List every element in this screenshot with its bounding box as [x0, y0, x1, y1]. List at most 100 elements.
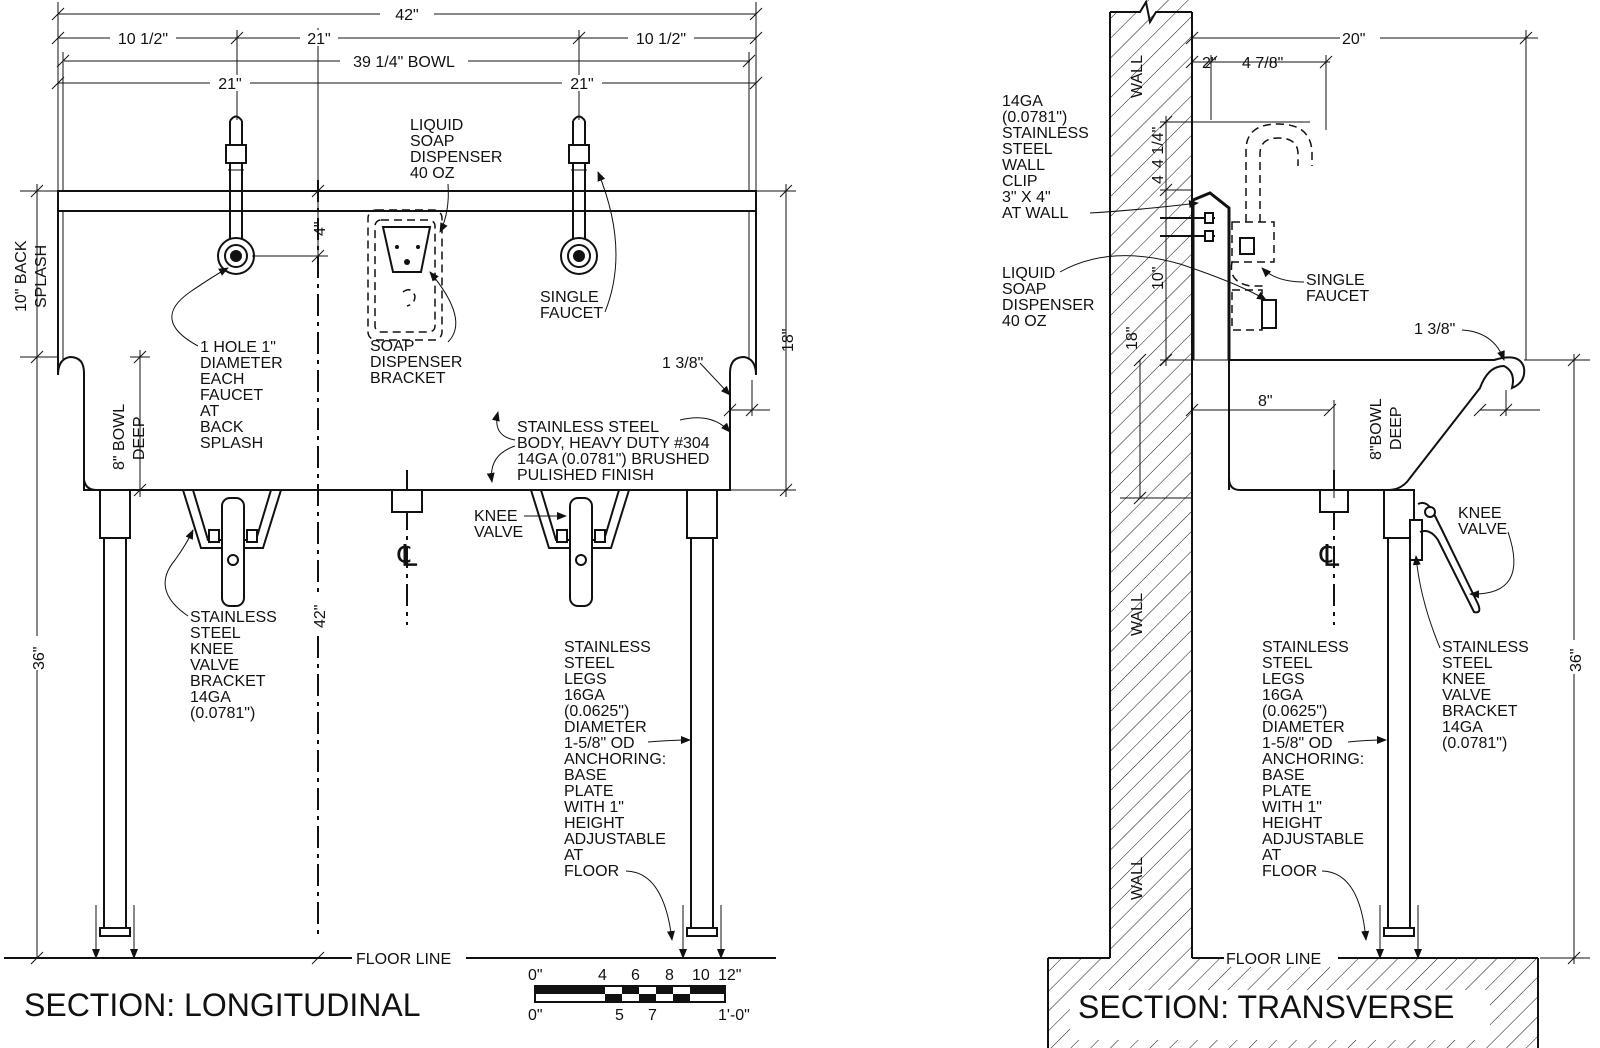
note-soap-bracket: SOAP DISPENSER BRACKET	[370, 271, 462, 387]
svg-text:DIAMETER: DIAMETER	[1262, 719, 1345, 736]
faucet-side	[1230, 123, 1313, 331]
svg-text:STAINLESS STEEL: STAINLESS STEEL	[517, 419, 659, 436]
svg-text:FLOOR: FLOOR	[1262, 863, 1317, 880]
svg-text:SOAP: SOAP	[410, 133, 454, 150]
svg-text:14GA (0.0781") BRUSHED: 14GA (0.0781") BRUSHED	[517, 451, 709, 468]
svg-text:KNEE: KNEE	[1458, 505, 1502, 522]
svg-text:SOAP: SOAP	[1002, 281, 1046, 298]
dim-bowl: 39 1/4" BOWL	[353, 54, 455, 71]
svg-text:16GA: 16GA	[564, 687, 605, 704]
svg-text:SINGLE: SINGLE	[1306, 272, 1365, 289]
dim-four-quarter-a: 4 1/4"	[1150, 127, 1167, 168]
faucet-left	[217, 115, 255, 275]
dim-rim: 1 3/8"	[662, 355, 703, 372]
svg-text:SOAP: SOAP	[370, 338, 414, 355]
sink-bowl-side	[1228, 356, 1526, 491]
svg-text:FAUCET: FAUCET	[1306, 288, 1369, 305]
leg-right	[679, 489, 725, 959]
dim-18: 18"	[780, 329, 797, 352]
svg-text:VALVE: VALVE	[190, 657, 239, 674]
svg-text:(0.0781"): (0.0781")	[190, 705, 255, 722]
svg-text:HEIGHT: HEIGHT	[564, 815, 625, 832]
dim-depth: 20"	[1342, 31, 1365, 48]
knee-valve-bracket-left	[182, 489, 282, 607]
svg-text:14GA: 14GA	[190, 689, 231, 706]
dim-ten: 10"	[1150, 267, 1167, 290]
svg-text:AT: AT	[1262, 847, 1281, 864]
wall-clip	[1160, 191, 1231, 360]
svg-text:ANCHORING:: ANCHORING:	[564, 751, 666, 768]
svg-text:STAINLESS: STAINLESS	[190, 609, 277, 626]
svg-text:FAUCET: FAUCET	[200, 387, 263, 404]
svg-text:KNEE: KNEE	[190, 641, 234, 658]
dim-eighteen-transverse: 18"	[1124, 327, 1141, 350]
dim-two: 2"	[1202, 55, 1217, 72]
note-knee-valve-longitudinal: KNEE VALVE	[474, 508, 567, 541]
transverse-section: WALL WALL WALL ℄	[1002, 0, 1590, 1048]
note-legs-longitudinal: STAINLESS STEEL LEGS 16GA (0.0625") DIAM…	[564, 639, 691, 941]
leg-side	[1376, 489, 1423, 959]
svg-text:(0.0781"): (0.0781")	[1442, 735, 1507, 752]
note-single-faucet-transverse: SINGLE FAUCET	[1261, 267, 1369, 305]
svg-text:DIAMETER: DIAMETER	[564, 719, 647, 736]
soap-dispenser	[367, 209, 443, 341]
dim-42-height: 42"	[312, 605, 329, 628]
svg-text:VALVE: VALVE	[1442, 687, 1491, 704]
note-faucet-hole: 1 HOLE 1" DIAMETER EACH FAUCET AT BACK S…	[171, 267, 283, 452]
svg-text:1-5/8" OD: 1-5/8" OD	[564, 735, 635, 752]
note-knee-valve-transverse: KNEE VALVE	[1458, 505, 1515, 599]
note-single-faucet: SINGLE FAUCET	[540, 171, 617, 322]
scale-bottom-0: 0"	[528, 1007, 543, 1024]
svg-text:(0.0781"): (0.0781")	[1002, 109, 1067, 126]
wall-label-3: WALL	[1129, 857, 1146, 900]
note-knee-bracket-transverse: STAINLESS STEEL KNEE VALVE BRACKET 14GA …	[1412, 555, 1529, 752]
dim-faucet-left: 21"	[218, 76, 241, 93]
wall-label-1: WALL	[1129, 55, 1146, 98]
dim-bowl-deep-transverse-1: 8"BOWL	[1368, 398, 1385, 460]
centerline-symbol-transverse: ℄	[1319, 540, 1340, 573]
scale-top-0: 0"	[528, 967, 543, 984]
dim-faucet-right: 21"	[570, 76, 593, 93]
svg-text:PLATE: PLATE	[1262, 783, 1312, 800]
svg-text:SINGLE: SINGLE	[540, 289, 599, 306]
note-wall-clip: 14GA (0.0781") STAINLESS STEEL WALL CLIP…	[1002, 93, 1199, 222]
svg-text:HEIGHT: HEIGHT	[1262, 815, 1323, 832]
scale-top-12: 12"	[718, 967, 741, 984]
leg-left	[92, 489, 138, 959]
svg-text:LEGS: LEGS	[564, 671, 607, 688]
svg-text:STAINLESS: STAINLESS	[1442, 639, 1529, 656]
scale-top-4: 4	[598, 967, 607, 984]
scale-top-8: 8	[665, 967, 674, 984]
svg-text:40 OZ: 40 OZ	[410, 165, 455, 182]
dim-bowl-deep-line1: 8" BOWL	[111, 404, 128, 470]
note-legs-transverse: STAINLESS STEEL LEGS 16GA (0.0625") DIAM…	[1262, 639, 1387, 941]
title-longitudinal: SECTION: LONGITUDINAL	[24, 987, 421, 1023]
dim-4: 4"	[312, 221, 329, 236]
svg-text:BRACKET: BRACKET	[190, 673, 266, 690]
title-transverse: SECTION: TRANSVERSE	[1078, 989, 1454, 1025]
scale-top-10: 10	[692, 967, 710, 984]
dim-36-right: 36"	[1568, 649, 1585, 672]
svg-text:DISPENSER: DISPENSER	[370, 354, 462, 371]
dim-four-seven-eighths: 4 7/8"	[1242, 55, 1283, 72]
svg-text:SPLASH: SPLASH	[200, 435, 263, 452]
svg-text:VALVE: VALVE	[474, 524, 523, 541]
dim-center: 21"	[307, 31, 330, 48]
svg-text:(0.0625"): (0.0625")	[1262, 703, 1327, 720]
centerline-symbol: ℄	[397, 540, 418, 573]
dim-side-right: 10 1/2"	[636, 31, 686, 48]
svg-text:VALVE: VALVE	[1458, 521, 1507, 538]
svg-text:(0.0625"): (0.0625")	[564, 703, 629, 720]
scale-bar: 0" 4 6 8 10 12" 0" 5 7 1'-0"	[528, 967, 750, 1024]
floor-line-label-transverse: FLOOR LINE	[1226, 951, 1321, 968]
svg-text:EACH: EACH	[200, 371, 244, 388]
svg-text:3" X 4": 3" X 4"	[1002, 189, 1051, 206]
note-knee-bracket-longitudinal: STAINLESS STEEL KNEE VALVE BRACKET 14GA …	[164, 529, 277, 722]
dim-side-left: 10 1/2"	[118, 31, 168, 48]
svg-text:WITH 1": WITH 1"	[564, 799, 624, 816]
svg-text:14GA: 14GA	[1002, 93, 1043, 110]
dim-bowl-deep-line2: DEEP	[131, 416, 148, 460]
note-soap-dispenser: LIQUID SOAP DISPENSER 40 OZ	[410, 117, 502, 233]
svg-text:ADJUSTABLE: ADJUSTABLE	[564, 831, 666, 848]
